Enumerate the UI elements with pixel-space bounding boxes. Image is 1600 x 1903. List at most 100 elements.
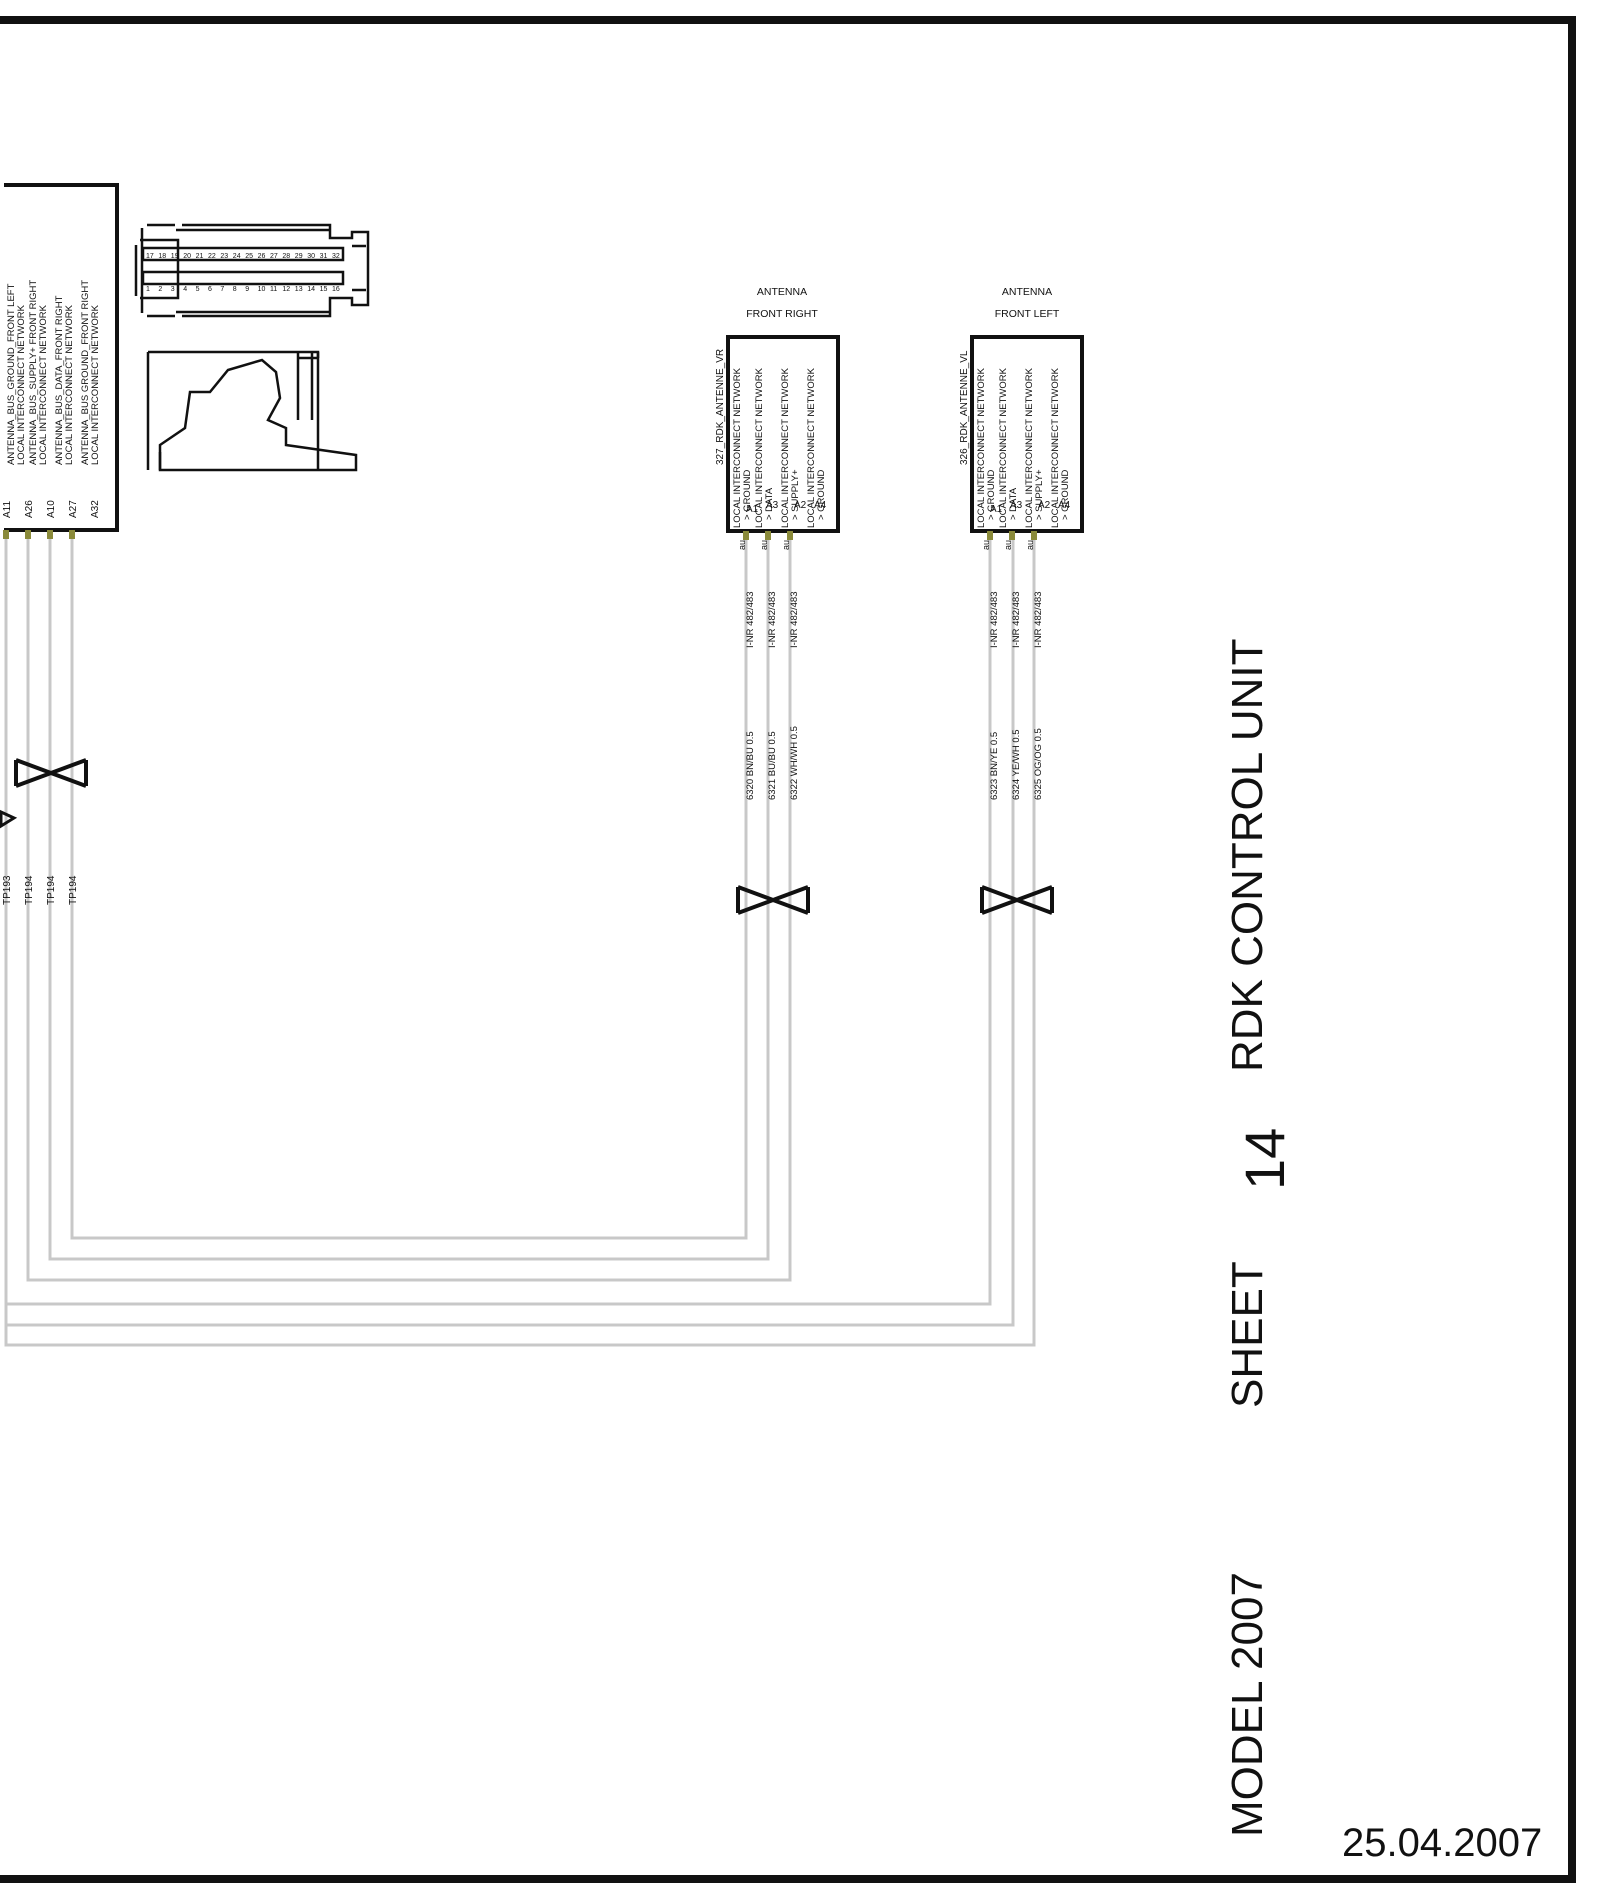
control-unit-pins: A11 A26 A10 A27 A32 xyxy=(2,500,101,518)
connector-drawing xyxy=(134,223,370,472)
antenna-line: > GROUND xyxy=(742,469,753,520)
antenna-title: ANTENNA xyxy=(757,286,807,298)
connector-pin-number: 7 xyxy=(220,286,224,293)
tp-label: TP194 xyxy=(68,875,79,905)
connector-pin-number: 22 xyxy=(208,253,216,260)
terminal xyxy=(743,531,749,540)
connector-pin-number: 3 xyxy=(171,286,175,293)
wire-refs: I-NR 482/483 I-NR 482/483 I-NR 482/483 xyxy=(989,591,1044,648)
connector-pin-number: 32 xyxy=(332,253,340,260)
terminal xyxy=(987,531,993,540)
connector-pin-number: 24 xyxy=(233,253,241,260)
connector-pin-number: 12 xyxy=(282,286,290,293)
terminal xyxy=(1031,531,1037,540)
antenna-pin: A2 xyxy=(1038,500,1051,511)
cu-tp-labels: TP193 TP194 TP194 TP194 xyxy=(2,875,79,905)
wire-ref: I-NR 482/483 xyxy=(745,591,756,648)
antenna-ref: 326_RDK_ANTENNE_VL xyxy=(959,350,970,465)
terminal xyxy=(3,530,9,539)
wire-label: 6322 WH/WH 0.5 xyxy=(789,726,800,800)
terminal-tag: au xyxy=(981,540,991,550)
antenna-front-right: ANTENNA FRONT RIGHT 327_RDK_ANTENNE_VR L… xyxy=(715,286,840,915)
wire-labels: 6323 BN/YE 0.5 6324 YE/WH 0.5 6325 OG/OG… xyxy=(989,728,1044,800)
antenna-pin: A1 xyxy=(990,504,1003,515)
sheet-number: 14 xyxy=(1233,1128,1296,1190)
connector-pin-number: 15 xyxy=(320,286,328,293)
connector-pin-number: 28 xyxy=(282,253,290,260)
connector-pin-number: 20 xyxy=(183,253,191,260)
title-block: RDK CONTROL UNIT 14 SHEET MODEL 2007 25.… xyxy=(1223,639,1542,1866)
connector-pin-number: 23 xyxy=(220,253,228,260)
antenna-box xyxy=(970,335,1084,533)
connector-pin-number: 31 xyxy=(320,253,328,260)
connector-pin-number: 2 xyxy=(158,286,162,293)
wire-ref: I-NR 482/483 xyxy=(789,591,800,648)
terminal-tag: au xyxy=(1003,540,1013,550)
antenna-line: LOCAL INTERCONNECT NETWORK xyxy=(780,367,791,528)
terminal xyxy=(69,530,75,539)
connector-pin-number: 30 xyxy=(307,253,315,260)
page-title: RDK CONTROL UNIT xyxy=(1223,639,1272,1073)
terminal-tag: au xyxy=(737,540,747,550)
terminal xyxy=(47,530,53,539)
antenna-line: LOCAL INTERCONNECT NETWORK xyxy=(1024,367,1035,528)
terminal xyxy=(1009,531,1015,540)
cu-pin: A26 xyxy=(24,500,35,518)
wire-lf-data xyxy=(4,535,1015,1327)
connector-pin-number: 5 xyxy=(196,286,200,293)
terminal-tag: au xyxy=(1025,540,1035,550)
antenna-subtitle: FRONT LEFT xyxy=(995,308,1060,320)
terminal xyxy=(787,531,793,540)
connector-pin-number: 18 xyxy=(158,253,166,260)
antenna-front-left: ANTENNA FRONT LEFT 326_RDK_ANTENNE_VL LO… xyxy=(959,286,1084,915)
cu-signal: ANTENNA_BUS_SUPPLY+ FRONT RIGHT xyxy=(28,280,39,465)
wire-ref: I-NR 482/483 xyxy=(1033,591,1044,648)
wire-lf-supply xyxy=(4,535,1036,1347)
cu-signal: LOCAL INTERCONNECT NETWORK xyxy=(16,304,27,465)
connector-pin-number: 17 xyxy=(146,253,154,260)
splice-symbol xyxy=(736,885,810,915)
antenna-title: ANTENNA xyxy=(1002,286,1052,298)
control-unit-signals: ANTENNA_BUS_GROUND_FRONT LEFT LOCAL INTE… xyxy=(6,280,101,465)
terminal-tags: au au au xyxy=(981,540,1035,550)
terminal xyxy=(25,530,31,539)
cu-signal: ANTENNA_BUS GROUND_FRONT RIGHT xyxy=(80,280,91,465)
antenna-pin: A4 xyxy=(1058,500,1071,511)
control-unit: ANTENNA_BUS_GROUND_FRONT LEFT LOCAL INTE… xyxy=(2,183,119,539)
antenna-line: > GROUND xyxy=(1060,469,1071,520)
connector-pin-number: 10 xyxy=(258,286,266,293)
connector-pin-number: 19 xyxy=(171,253,179,260)
terminal-tags: au au au xyxy=(737,540,791,550)
antenna-pin: A3 xyxy=(1010,500,1023,511)
connector-pin-number: 14 xyxy=(307,286,315,293)
wire-ref: I-NR 482/483 xyxy=(1011,591,1022,648)
terminal xyxy=(765,531,771,540)
antenna-line: LOCAL INTERCONNECT NETWORK xyxy=(806,367,817,528)
antenna-pin: A2 xyxy=(794,500,807,511)
wire-ref: I-NR 482/483 xyxy=(767,591,778,648)
connector-pin-number: 26 xyxy=(258,253,266,260)
wire-rf-gnd xyxy=(70,535,748,1240)
date-label: 25.04.2007 xyxy=(1342,1821,1542,1865)
sheet-frame xyxy=(0,16,1576,1883)
antenna-line: > SUPPLY+ xyxy=(1034,469,1045,520)
connector-pin-number: 11 xyxy=(270,286,277,293)
cu-pin: A10 xyxy=(46,500,57,518)
wire-ref: I-NR 482/483 xyxy=(989,591,1000,648)
antenna-line: LOCAL INTERCONNECT NETWORK xyxy=(732,367,743,528)
antenna-line: > DATA xyxy=(764,487,775,520)
antenna-line: > SUPPLY+ xyxy=(790,469,801,520)
wire-harness xyxy=(4,535,1036,1347)
connector-pin-number: 9 xyxy=(245,286,249,293)
tp-label: TP194 xyxy=(24,875,35,905)
connector-pin-number: 21 xyxy=(196,253,204,260)
wire-refs: I-NR 482/483 I-NR 482/483 I-NR 482/483 xyxy=(745,591,800,648)
wire-rf-data xyxy=(48,535,770,1261)
antenna-line: LOCAL INTERCONNECT NETWORK xyxy=(998,367,1009,528)
connector-pin-number: 8 xyxy=(233,286,237,293)
antenna-lines: LOCAL INTERCONNECT NETWORK > GROUND LOCA… xyxy=(976,367,1071,528)
wire-label: 6321 BU/BU 0.5 xyxy=(767,731,778,800)
